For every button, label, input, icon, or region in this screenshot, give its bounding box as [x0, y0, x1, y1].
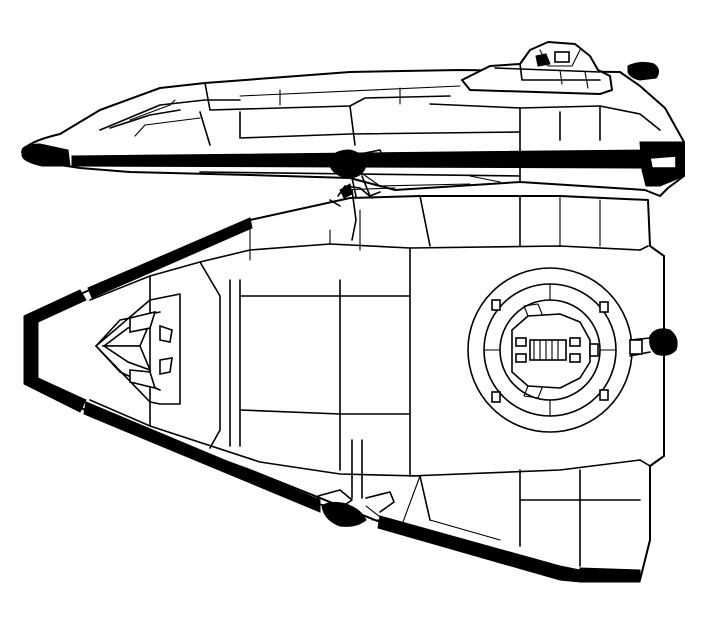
nose-cone — [21, 143, 71, 167]
docking-hatch — [467, 267, 633, 433]
top-edge-stripe — [87, 217, 253, 299]
antenna-pod — [627, 61, 660, 81]
nose-bracket — [23, 289, 87, 413]
upper-strut-gear — [329, 183, 373, 241]
dorsal-turret — [461, 41, 660, 95]
side-landing-gear — [629, 328, 678, 357]
cockpit-wedge — [95, 293, 181, 405]
lower-landing-gear — [317, 439, 395, 527]
bottom-edge-stripe — [83, 401, 321, 513]
upper-hull-profile — [21, 41, 685, 207]
lower-hull-topview — [23, 183, 678, 583]
